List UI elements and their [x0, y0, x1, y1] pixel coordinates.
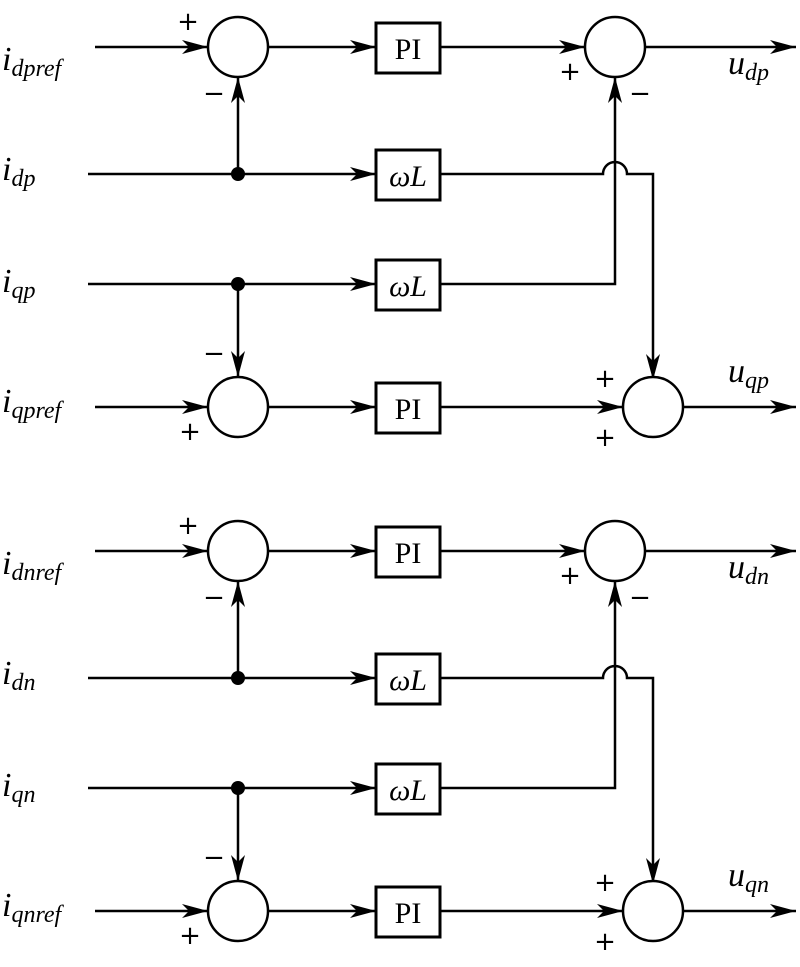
sign-d-output-plus: + — [559, 57, 581, 87]
pi-controller-q: PI — [374, 381, 442, 435]
sign-d-output-minus: − — [629, 79, 651, 109]
input-label-q-ref: iqnref — [2, 887, 65, 928]
sign-q-feedback-minus: − — [203, 843, 225, 873]
input-label-d: idp — [2, 151, 35, 192]
sign-d-output-plus: + — [559, 561, 581, 591]
sign-d-ref-plus: + — [177, 7, 199, 37]
sign-q-output-plus-bottom: + — [594, 927, 616, 957]
sign-q-output-plus-bottom: + — [594, 423, 616, 453]
omega-l-block-d: ωL — [374, 148, 442, 202]
negative-sequence-section: idnref idn iqn iqnref udn uqn — [2, 511, 796, 957]
sum-junction-d-error — [206, 519, 270, 583]
output-label-d: udp — [728, 45, 769, 86]
omega-l-block-q: ωL — [374, 258, 442, 312]
sum-junction-d-output — [583, 15, 647, 79]
input-label-d: idn — [2, 655, 35, 696]
sign-d-output-minus: − — [629, 583, 651, 613]
output-label-q: uqn — [728, 857, 769, 898]
pi-controller-d: PI — [374, 525, 442, 579]
sign-q-ref-plus: + — [179, 921, 201, 951]
wire-omegal-d-to-q-sum — [440, 160, 655, 380]
pi-controller-d: PI — [374, 21, 442, 75]
sign-d-feedback-minus: − — [203, 79, 225, 109]
junction-q — [231, 277, 245, 291]
svg-text:ωL: ωL — [389, 270, 427, 303]
sign-q-output-plus-top: + — [594, 868, 616, 898]
sum-junction-q-output — [621, 879, 685, 943]
svg-text:PI: PI — [395, 897, 422, 930]
wire-omegal-q-to-d-sum — [440, 581, 617, 790]
input-label-q-ref: iqpref — [2, 383, 65, 424]
sign-d-feedback-minus: − — [203, 583, 225, 613]
sum-junction-d-output — [583, 519, 647, 583]
svg-text:PI: PI — [395, 33, 422, 66]
svg-text:PI: PI — [395, 393, 422, 426]
omega-l-block-d: ωL — [374, 652, 442, 706]
wire-omegal-d-to-q-sum — [440, 664, 655, 884]
wire-omegal-q-to-d-sum — [440, 77, 617, 286]
junction-d — [231, 671, 245, 685]
sign-q-output-plus-top: + — [594, 364, 616, 394]
sum-junction-q-error — [206, 375, 270, 439]
svg-text:PI: PI — [395, 537, 422, 570]
input-label-q: iqp — [2, 263, 35, 304]
junction-d — [231, 167, 245, 181]
input-label-q: iqn — [2, 767, 35, 808]
output-label-q: uqp — [728, 353, 769, 394]
positive-sequence-section: idpref idp iqp iqpref udp uqp — [2, 7, 796, 453]
sum-junction-d-error — [206, 15, 270, 79]
svg-text:ωL: ωL — [389, 160, 427, 193]
sign-q-feedback-minus: − — [203, 339, 225, 369]
junction-q — [231, 781, 245, 795]
sign-q-ref-plus: + — [179, 417, 201, 447]
svg-text:ωL: ωL — [389, 774, 427, 807]
svg-text:ωL: ωL — [389, 664, 427, 697]
sum-junction-q-output — [621, 375, 685, 439]
input-label-d-ref: idnref — [2, 545, 65, 586]
sum-junction-q-error — [206, 879, 270, 943]
sign-d-ref-plus: + — [177, 511, 199, 541]
omega-l-block-q: ωL — [374, 762, 442, 816]
input-label-d-ref: idpref — [2, 41, 65, 82]
output-label-d: udn — [728, 549, 769, 590]
pi-controller-q: PI — [374, 885, 442, 939]
